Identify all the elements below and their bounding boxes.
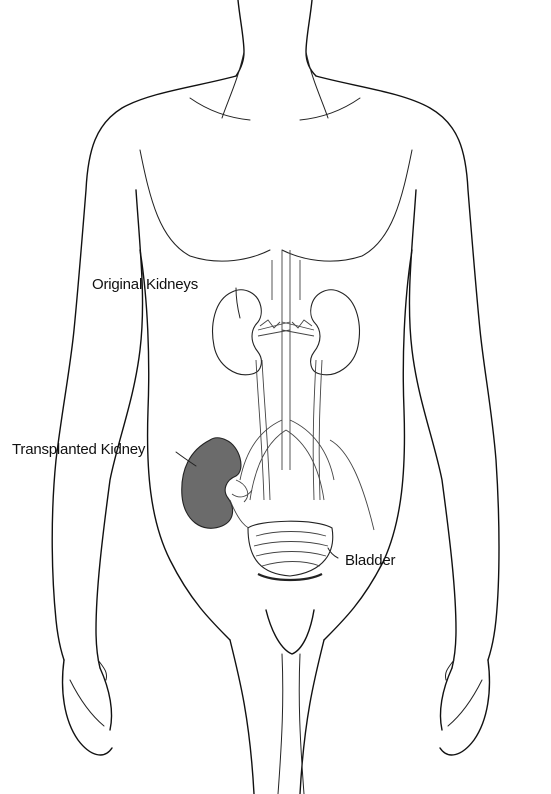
bladder-graphic (248, 521, 333, 580)
bladder-label: Bladder (345, 552, 395, 569)
transplanted-kidney-label: Transplanted Kidney (12, 441, 145, 458)
original-kidneys-graphic (213, 290, 360, 375)
body-outline (52, 0, 499, 794)
major-vessels (240, 250, 374, 530)
original-kidneys-label: Original Kidneys (92, 276, 198, 293)
transplanted-kidney-graphic (182, 438, 256, 530)
